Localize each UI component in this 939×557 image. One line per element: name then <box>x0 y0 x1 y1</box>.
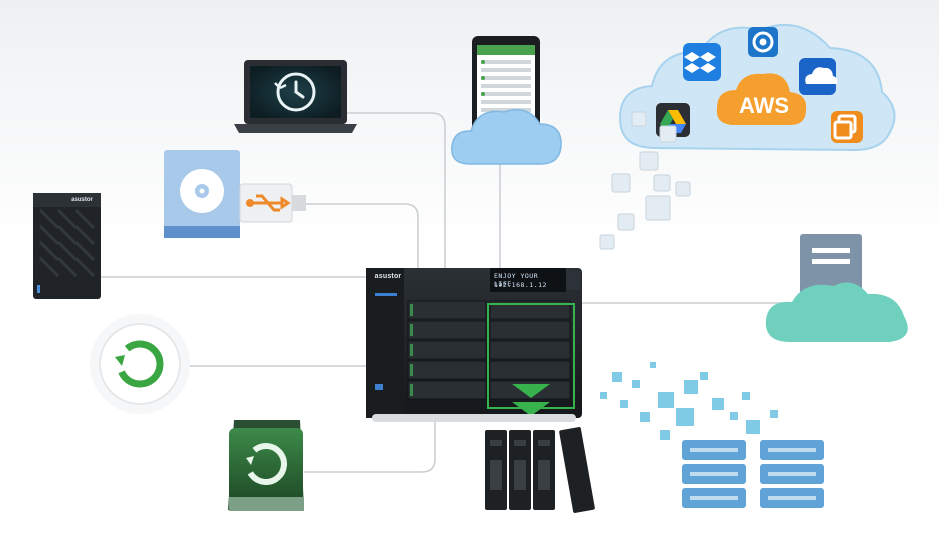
main-nas <box>366 268 582 422</box>
line-laptop <box>347 112 446 270</box>
insert-arrow-2 <box>512 402 550 416</box>
line-external <box>304 420 436 473</box>
nas-brand-label: asustor <box>374 273 402 280</box>
nas-shadow <box>372 414 576 422</box>
insert-arrow-1 <box>512 384 550 398</box>
dropbox-icon <box>683 43 721 81</box>
copy-icon <box>831 111 863 143</box>
floating-cubes <box>599 111 691 250</box>
external-drive <box>228 420 304 511</box>
drive-trays <box>485 427 595 513</box>
small-nas-brand-label: asustor <box>71 197 93 203</box>
aws-label: AWS <box>738 93 790 118</box>
backup-refresh-icon <box>748 27 778 57</box>
nas-lcd-line-2: 192.168.1.12 <box>494 281 547 289</box>
connector-lines <box>100 112 790 473</box>
nas-lcd-panel <box>490 268 566 292</box>
laptop-time-machine <box>234 60 357 133</box>
line-usb <box>302 203 419 270</box>
server-cloud <box>765 234 908 342</box>
aws-icon <box>716 73 807 125</box>
onedrive-icon <box>799 58 838 95</box>
nas-lcd-line-1: ENJOY YOUR LIFE <box>494 272 539 288</box>
nas-drive-bays <box>407 300 571 400</box>
pixel-squares <box>600 362 778 440</box>
storage-racks <box>682 440 824 508</box>
disc-drive <box>164 150 240 238</box>
public-cloud <box>618 23 896 152</box>
usb-drive <box>239 183 306 223</box>
laptop-base <box>234 124 357 133</box>
smartphone <box>472 36 540 132</box>
phone-cloud <box>451 109 562 165</box>
sync-ring <box>90 314 190 414</box>
small-nas <box>33 193 101 299</box>
